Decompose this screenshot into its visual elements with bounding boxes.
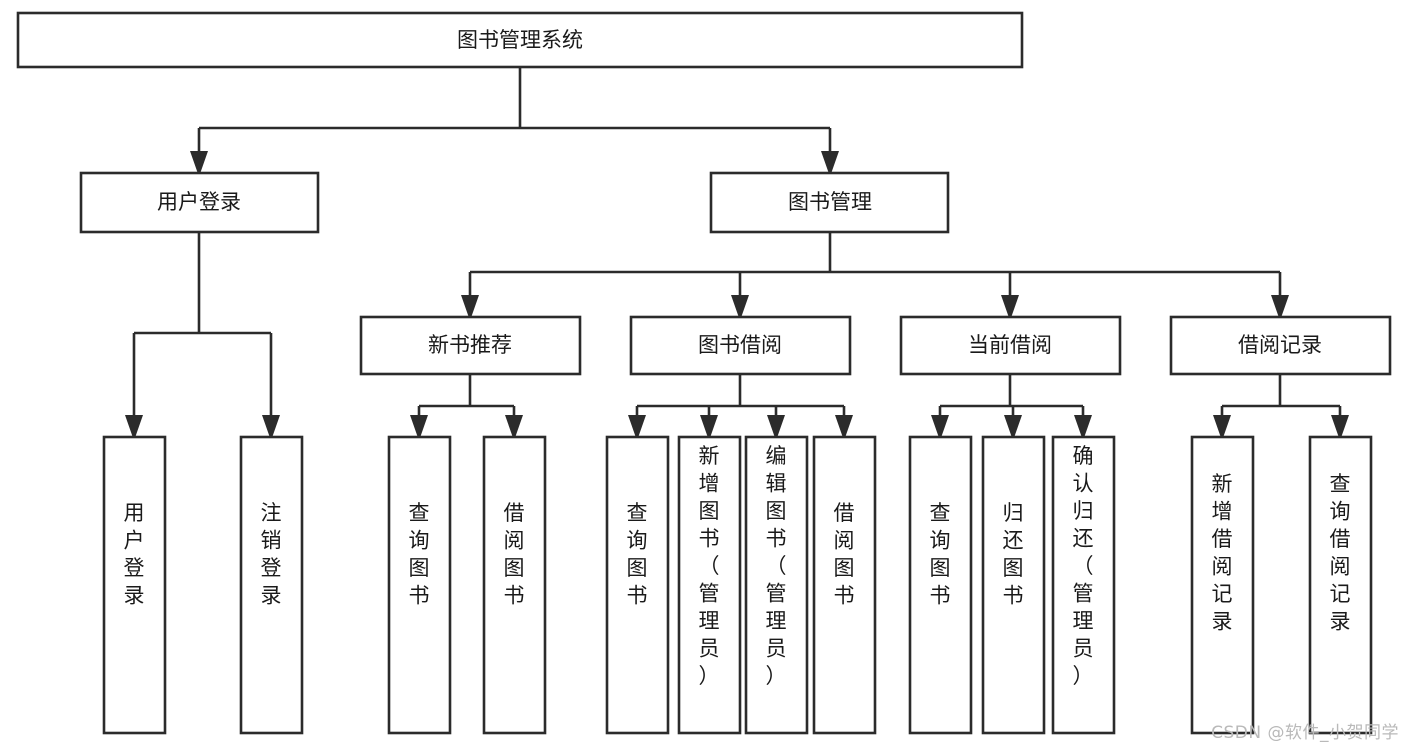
- arrow-to-leaf-query-book-1: [410, 415, 428, 439]
- node-user-login[interactable]: 用户登录: [79, 171, 320, 234]
- arrow-to-book-mgmt: [821, 151, 839, 175]
- arrow-to-current-borrow: [1001, 295, 1019, 319]
- node-book-borrow-rect[interactable]: [629, 315, 852, 376]
- node-new-book-rec[interactable]: 新书推荐: [359, 315, 582, 376]
- csdn-watermark: CSDN @软件_小贺同学: [1211, 723, 1399, 743]
- node-root-rect[interactable]: [16, 11, 1024, 69]
- node-root[interactable]: 图书管理系统: [16, 11, 1024, 69]
- node-leaf-query-book-1-label: 查询图书: [409, 501, 430, 608]
- node-layer: 图书管理系统 用户登录 图书管理 新书推荐 图书借阅 当前借阅 借阅记录: [16, 11, 1392, 735]
- node-leaf-add-record-rect[interactable]: [1190, 435, 1255, 735]
- node-leaf-add-book-label: 新增图书（管理员）: [699, 444, 720, 688]
- node-leaf-return-book[interactable]: 归还图书: [981, 435, 1046, 735]
- arrow-to-borrow-record: [1271, 295, 1289, 319]
- node-leaf-user-login-rect[interactable]: [102, 435, 167, 735]
- node-leaf-query-book-2[interactable]: 查询图书: [605, 435, 670, 735]
- node-leaf-add-book-rect[interactable]: [677, 435, 742, 735]
- node-leaf-borrow-book-2-rect[interactable]: [812, 435, 877, 735]
- node-borrow-record-label: 借阅记录: [1238, 333, 1322, 357]
- arrow-to-leaf-query-record: [1331, 415, 1349, 439]
- node-current-borrow[interactable]: 当前借阅: [899, 315, 1122, 376]
- arrow-to-leaf-query-book-3: [931, 415, 949, 439]
- node-leaf-query-book-2-label: 查询图书: [627, 501, 648, 608]
- node-leaf-query-record[interactable]: 查询借阅记录: [1308, 435, 1373, 735]
- arrow-to-leaf-query-book-2: [628, 415, 646, 439]
- node-borrow-record-rect[interactable]: [1169, 315, 1392, 376]
- node-leaf-edit-book[interactable]: 编辑图书（管理员）: [744, 435, 809, 735]
- node-current-borrow-rect[interactable]: [899, 315, 1122, 376]
- node-leaf-return-book-label: 归还图书: [1003, 501, 1024, 608]
- node-borrow-record[interactable]: 借阅记录: [1169, 315, 1392, 376]
- node-leaf-query-book-3-rect[interactable]: [908, 435, 973, 735]
- node-leaf-borrow-book-2[interactable]: 借阅图书: [812, 435, 877, 735]
- arrow-to-user-login: [190, 151, 208, 175]
- node-book-borrow-label: 图书借阅: [698, 333, 782, 357]
- node-current-borrow-label: 当前借阅: [968, 333, 1052, 357]
- node-new-book-rec-rect[interactable]: [359, 315, 582, 376]
- node-user-login-label: 用户登录: [157, 190, 241, 214]
- node-book-mgmt[interactable]: 图书管理: [709, 171, 950, 234]
- node-leaf-query-book-2-rect[interactable]: [605, 435, 670, 735]
- node-user-login-rect[interactable]: [79, 171, 320, 234]
- arrow-to-leaf-edit-book: [767, 415, 785, 439]
- arrow-to-leaf-add-book: [700, 415, 718, 439]
- node-leaf-add-record[interactable]: 新增借阅记录: [1190, 435, 1255, 735]
- node-book-mgmt-rect[interactable]: [709, 171, 950, 234]
- arrow-to-leaf-logout: [262, 415, 280, 439]
- arrow-to-leaf-confirm-return: [1074, 415, 1092, 439]
- node-leaf-logout-rect[interactable]: [239, 435, 304, 735]
- node-leaf-add-record-label: 新增借阅记录: [1212, 472, 1233, 634]
- node-leaf-confirm-return-rect[interactable]: [1051, 435, 1116, 735]
- node-leaf-return-book-rect[interactable]: [981, 435, 1046, 735]
- node-leaf-borrow-book-2-label: 借阅图书: [834, 501, 855, 608]
- node-leaf-logout[interactable]: 注销登录: [239, 435, 304, 735]
- edge-layer: [125, 67, 1349, 439]
- node-leaf-logout-label: 注销登录: [261, 501, 282, 608]
- node-leaf-user-login[interactable]: 用户登录: [102, 435, 167, 735]
- node-leaf-borrow-book-1-rect[interactable]: [482, 435, 547, 735]
- node-leaf-edit-book-rect[interactable]: [744, 435, 809, 735]
- node-root-label: 图书管理系统: [457, 28, 583, 52]
- arrow-to-leaf-borrow-book-2: [835, 415, 853, 439]
- arrow-to-leaf-user-login: [125, 415, 143, 439]
- node-book-mgmt-label: 图书管理: [788, 190, 872, 214]
- arrow-to-leaf-return-book: [1004, 415, 1022, 439]
- node-leaf-borrow-book-1-label: 借阅图书: [504, 501, 525, 608]
- node-leaf-query-book-1[interactable]: 查询图书: [387, 435, 452, 735]
- arrow-to-new-book-rec: [461, 295, 479, 319]
- node-leaf-user-login-label: 用户登录: [124, 501, 145, 608]
- node-leaf-query-book-3-label: 查询图书: [930, 501, 951, 608]
- node-leaf-query-record-label: 查询借阅记录: [1330, 472, 1351, 634]
- node-book-borrow[interactable]: 图书借阅: [629, 315, 852, 376]
- arrow-to-leaf-borrow-book-1: [505, 415, 523, 439]
- node-leaf-query-book-3[interactable]: 查询图书: [908, 435, 973, 735]
- node-leaf-confirm-return[interactable]: 确认归还（管理员）: [1051, 435, 1116, 735]
- node-leaf-edit-book-label: 编辑图书（管理员）: [766, 444, 787, 688]
- node-leaf-query-book-1-rect[interactable]: [387, 435, 452, 735]
- arrow-to-leaf-add-record: [1213, 415, 1231, 439]
- node-leaf-add-book[interactable]: 新增图书（管理员）: [677, 435, 742, 735]
- node-leaf-borrow-book-1[interactable]: 借阅图书: [482, 435, 547, 735]
- arrow-to-book-borrow: [731, 295, 749, 319]
- node-new-book-rec-label: 新书推荐: [428, 333, 512, 357]
- node-leaf-query-record-rect[interactable]: [1308, 435, 1373, 735]
- node-leaf-confirm-return-label: 确认归还（管理员）: [1073, 444, 1094, 688]
